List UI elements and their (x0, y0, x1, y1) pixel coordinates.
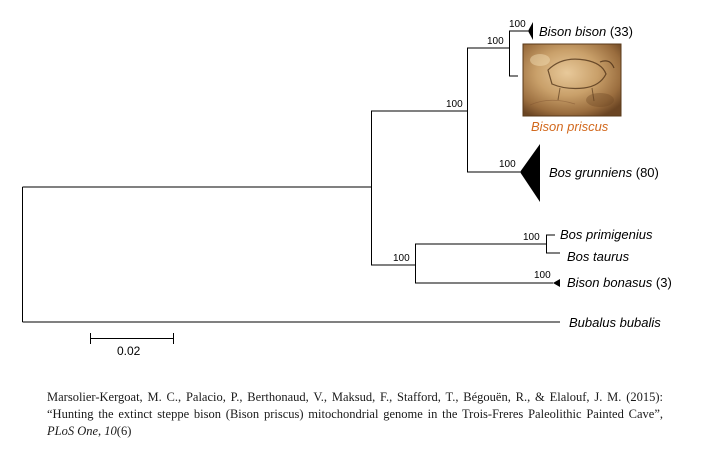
taxon-label-bison-priscus: Bison priscus (531, 119, 609, 134)
taxon-label-bos-primigenius: Bos primigenius (560, 227, 653, 242)
bison-priscus-cave-image (522, 43, 622, 117)
bootstrap-bison-grunniens: 100 (446, 99, 463, 110)
taxon-count-bison-bison: (33) (610, 24, 633, 39)
taxon-label-bubalus-bubalis: Bubalus bubalis (569, 315, 661, 330)
collapsed-clade-bos-grunniens (520, 144, 540, 202)
taxon-count-bos-grunniens: (80) (636, 165, 659, 180)
citation-authors-title: Marsolier-Kergoat, M. C., Palacio, P., B… (47, 390, 663, 421)
scale-bar (90, 333, 174, 344)
citation: Marsolier-Kergoat, M. C., Palacio, P., B… (47, 389, 663, 440)
citation-journal: PLoS One (47, 424, 99, 438)
citation-issue: (6) (116, 424, 132, 438)
taxon-label-bison-bonasus: Bison bonasus (3) (567, 275, 672, 290)
taxon-name-bos-grunniens: Bos grunniens (549, 165, 633, 180)
scale-bar-label: 0.02 (117, 344, 141, 358)
bootstrap-bos-bonasus-group: 100 (393, 253, 410, 264)
tree-branches (22, 30, 560, 323)
bootstrap-bos-pair: 100 (523, 232, 540, 243)
taxon-name-bison-bison: Bison bison (539, 24, 606, 39)
taxon-count-bison-bonasus: (3) (656, 275, 672, 290)
taxon-label-bos-taurus: Bos taurus (567, 249, 630, 264)
bootstrap-bison-bonasus-clade: 100 (534, 270, 551, 281)
taxon-label-bos-grunniens: Bos grunniens (80) (549, 165, 659, 180)
taxon-label-bison-bison: Bison bison (33) (539, 24, 633, 39)
collapsed-clade-bison-bonasus (553, 279, 560, 287)
collapsed-clade-bison-bison (528, 22, 533, 40)
bootstrap-bos-grunniens-clade: 100 (499, 159, 516, 170)
taxon-name-bison-bonasus: Bison bonasus (567, 275, 653, 290)
phylogenetic-tree: 100 100 100 100 100 100 100 Bison bison … (22, 19, 672, 358)
bootstrap-bison-bison-clade: 100 (509, 19, 526, 30)
citation-volume: 10 (104, 424, 117, 438)
bootstrap-bison-pair: 100 (487, 36, 504, 47)
citation-separator: , (98, 424, 105, 438)
